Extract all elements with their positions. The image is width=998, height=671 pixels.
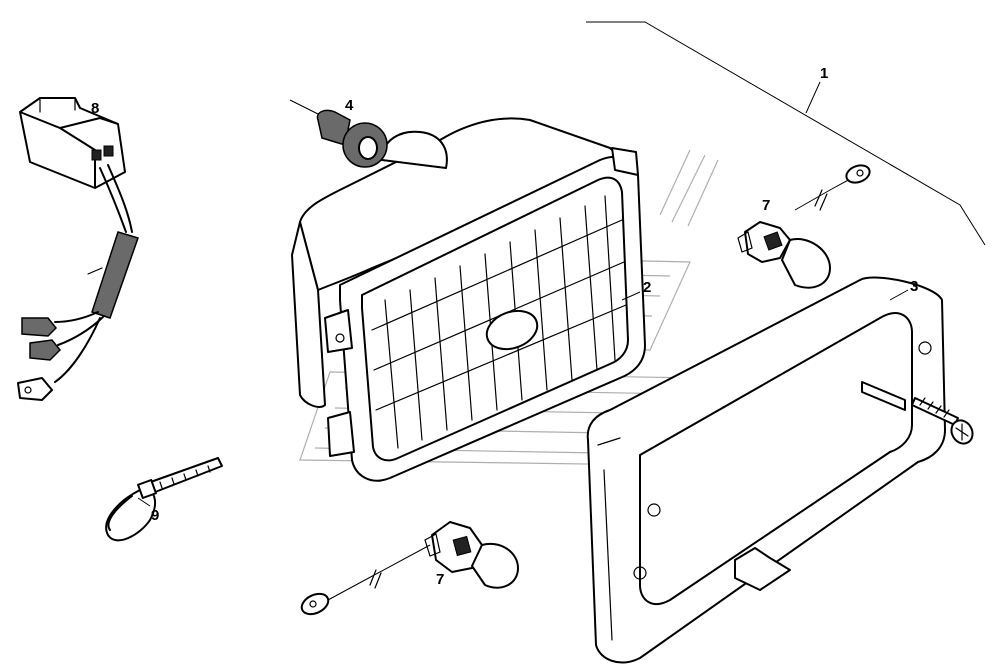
cable-tie bbox=[105, 457, 223, 542]
bulb-lower bbox=[300, 521, 519, 616]
callout-7-upper: 7 bbox=[762, 197, 770, 214]
callout-1: 1 bbox=[820, 65, 828, 82]
callout-9: 9 bbox=[151, 507, 159, 524]
group-bracket-1 bbox=[586, 21, 986, 246]
callout-4: 4 bbox=[345, 97, 354, 114]
mounting-screw bbox=[911, 397, 974, 445]
callout-2: 2 bbox=[643, 279, 651, 296]
bulb-upper bbox=[737, 164, 871, 289]
bezel-frame bbox=[586, 276, 946, 664]
leader-lines bbox=[137, 289, 909, 507]
callout-7-lower: 7 bbox=[436, 571, 444, 588]
callout-8: 8 bbox=[91, 100, 99, 117]
headlamp-body bbox=[291, 117, 646, 482]
callout-3: 3 bbox=[910, 278, 918, 295]
bulb-grommet bbox=[289, 99, 388, 168]
wiring-harness-connector bbox=[17, 97, 139, 401]
